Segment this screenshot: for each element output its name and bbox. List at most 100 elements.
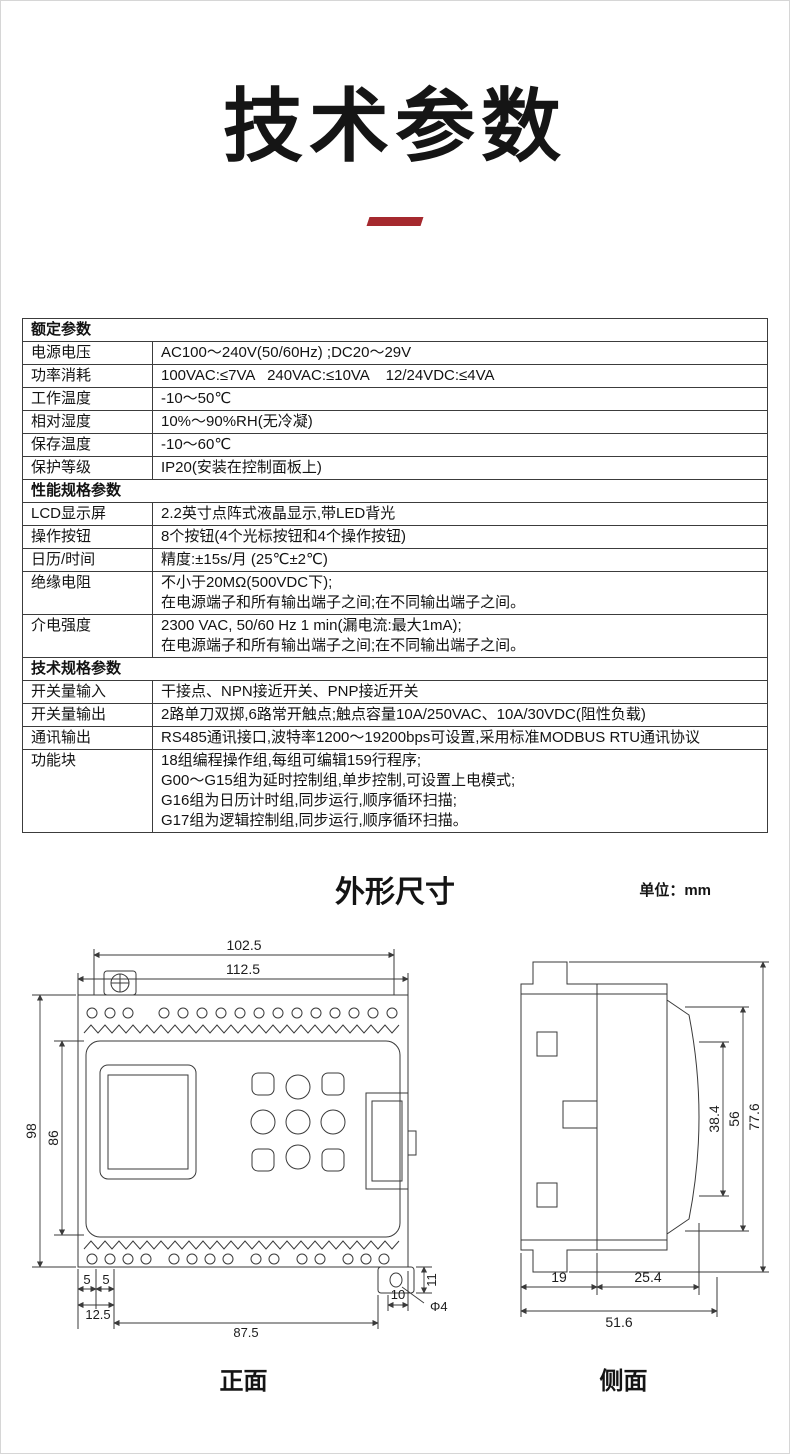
section-header-row: 技术规格参数	[22, 657, 768, 681]
spec-value-line: 精度:±15s/月 (25℃±2℃)	[161, 551, 328, 568]
terminal	[291, 1007, 303, 1019]
spec-label: 通讯输出	[22, 726, 153, 750]
terminal	[168, 1253, 180, 1265]
front-view: 102.5 112.5 98 86 5	[16, 937, 471, 1396]
terminal	[367, 1007, 379, 1019]
spec-label: 电源电压	[22, 341, 153, 365]
terminal	[342, 1253, 354, 1265]
spec-value: 8个按钮(4个光标按钮和4个操作按钮)	[152, 525, 768, 549]
spec-row: 绝缘电阻不小于20MΩ(500VDC下);在电源端子和所有输出端子之间;在不同输…	[22, 571, 768, 615]
terminal	[272, 1007, 284, 1019]
spec-value-line: 2.2英寸点阵式液晶显示,带LED背光	[161, 505, 396, 522]
dim-width-bottom: 87.5	[233, 1325, 258, 1340]
terminal	[268, 1253, 280, 1265]
function-button	[251, 1148, 275, 1172]
dimensions-title: 外形尺寸	[335, 876, 455, 909]
function-button	[321, 1072, 345, 1096]
spec-row: 开关量输入干接点、NPN接近开关、PNP接近开关	[22, 680, 768, 704]
terminal	[104, 1007, 116, 1019]
connector-window	[371, 1100, 403, 1182]
dim-total-height: 77.6	[746, 1103, 762, 1130]
spec-label: 开关量输入	[22, 680, 153, 704]
dimensions-header: 外形尺寸 单位：mm	[1, 867, 789, 909]
terminal	[158, 1007, 170, 1019]
terminal	[348, 1007, 360, 1019]
unit-label: 单位：mm	[639, 882, 711, 899]
button-cluster	[250, 1072, 346, 1172]
terminal	[86, 1007, 98, 1019]
spec-value-line: G17组为逻辑控制组,同步运行,顺序循环扫描。	[161, 812, 468, 829]
dim-ear-height: 11	[424, 1273, 439, 1287]
dim-face-height: 38.4	[706, 1105, 722, 1132]
terminal	[104, 1253, 116, 1265]
spec-value-line: 干接点、NPN接近开关、PNP接近开关	[161, 683, 419, 700]
spec-value-line: 18组编程操作组,每组可编辑159行程序;	[161, 752, 422, 769]
spec-value-line: 2路单刀双掷,6路常开触点;触点容量10A/250VAC、10A/30VDC(阻…	[161, 706, 646, 723]
rail-clip	[562, 1100, 598, 1129]
dim-height-inner: 86	[45, 1130, 61, 1146]
terminal	[86, 1253, 98, 1265]
side-view-drawing: 38.4 56 77.6 19 25.4 51.6	[520, 961, 769, 1330]
top-terminals	[86, 1007, 398, 1019]
terminal	[222, 1253, 234, 1265]
dim-hole-diameter: Φ4	[430, 1299, 448, 1314]
spec-value: -10～50℃	[152, 387, 768, 411]
mount-ear-bottom	[377, 1266, 415, 1294]
spec-label: LCD显示屏	[22, 502, 153, 526]
dim-depth-total: 51.6	[605, 1314, 632, 1330]
spec-value-line: G00～G15组为延时控制组,单步控制,可设置上电模式;	[161, 772, 516, 789]
dim-height-outer: 98	[23, 1123, 39, 1139]
spec-label: 相对湿度	[22, 410, 153, 434]
spec-value-line: AC100～240V(50/60Hz) ;DC20～29V	[161, 344, 412, 361]
spec-row: 电源电压 AC100～240V(50/60Hz) ;DC20～29V	[22, 341, 768, 365]
function-button	[321, 1148, 345, 1172]
spec-value: 2.2英寸点阵式液晶显示,带LED背光	[152, 502, 768, 526]
spec-value: 100VAC:≤7VA 240VAC:≤10VA 12/24VDC:≤4VA	[152, 364, 768, 388]
spec-value: 干接点、NPN接近开关、PNP接近开关	[152, 680, 768, 704]
terminal	[122, 1007, 134, 1019]
terminal	[386, 1007, 398, 1019]
spec-value-line: 不小于20MΩ(500VDC下);	[161, 574, 333, 591]
page-title: 技术参数	[223, 82, 567, 171]
terminal	[186, 1253, 198, 1265]
bottom-terminal-guard	[83, 1240, 400, 1250]
spec-value-line: 8个按钮(4个光标按钮和4个操作按钮)	[161, 528, 407, 545]
terminal	[215, 1007, 227, 1019]
clip-window-top	[536, 1031, 558, 1057]
terminal	[329, 1007, 341, 1019]
spec-row: 日历/时间精度:±15s/月 (25℃±2℃)	[22, 548, 768, 572]
spec-value-line: 在电源端子和所有输出端子之间;在不同输出端子之间。	[161, 637, 526, 654]
connector-tab	[407, 1130, 417, 1156]
terminal	[177, 1007, 189, 1019]
terminal	[314, 1253, 326, 1265]
terminal	[140, 1253, 152, 1265]
title-accent-mark	[366, 217, 424, 226]
lcd-window	[107, 1074, 189, 1170]
top-terminal-guard	[83, 1024, 400, 1034]
spec-value: 2300 VAC, 50/60 Hz 1 min(漏电流:最大1mA);在电源端…	[152, 614, 768, 658]
center-button	[285, 1109, 311, 1135]
spec-value: 18组编程操作组,每组可编辑159行程序; G00～G15组为延时控制组,单步控制…	[152, 749, 768, 833]
section-header: 技术规格参数	[22, 657, 768, 681]
spec-row: LCD显示屏 2.2英寸点阵式液晶显示,带LED背光	[22, 502, 768, 526]
spec-value-line: 在电源端子和所有输出端子之间;在不同输出端子之间。	[161, 594, 526, 611]
front-panel	[85, 1040, 401, 1238]
spec-value-line: 10%～90%RH(无冷凝)	[161, 413, 313, 430]
device-body	[77, 994, 409, 1268]
spec-value: 2路单刀双掷,6路常开触点;触点容量10A/250VAC、10A/30VDC(阻…	[152, 703, 768, 727]
side-view-caption: 侧面	[599, 1368, 648, 1395]
spec-value-line: -10～60℃	[161, 436, 232, 453]
spec-value: 10%～90%RH(无冷凝)	[152, 410, 768, 434]
spec-label: 日历/时间	[22, 548, 153, 572]
dim-body-height: 56	[726, 1111, 742, 1127]
spec-value: AC100～240V(50/60Hz) ;DC20～29V	[152, 341, 768, 365]
front-view-drawing: 102.5 112.5 98 86 5	[23, 937, 448, 1340]
